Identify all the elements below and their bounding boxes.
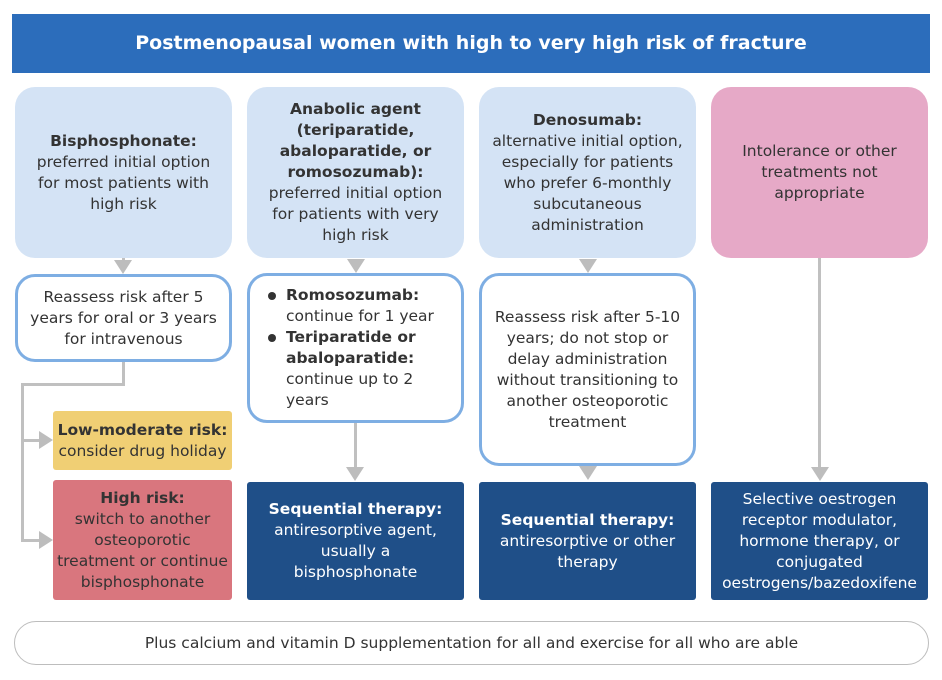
label: High risk:: [100, 488, 185, 507]
low-moderate-risk-box: Low-moderate risk: consider drug holiday: [53, 411, 232, 470]
connector: [21, 539, 41, 542]
duration-list: Romosozumab: continue for 1 year Teripara…: [260, 285, 451, 411]
connector: [354, 422, 357, 470]
arrow-right-icon: [39, 431, 53, 449]
arrow-down-icon: [114, 260, 132, 274]
label: Anabolic agent (teriparatide, abaloparat…: [279, 100, 432, 181]
connector: [122, 361, 125, 385]
anabolic-duration-box: Romosozumab: continue for 1 year Teripara…: [247, 273, 464, 423]
label: Low-moderate risk:: [57, 420, 228, 439]
text: Intolerance or other treatments not appr…: [742, 142, 897, 202]
anabolic-agent-box: Anabolic agent (teriparatide, abaloparat…: [247, 87, 464, 258]
list-item: Romosozumab: continue for 1 year: [268, 285, 451, 327]
denosumab-box: Denosumab: alternative initial option, es…: [479, 87, 696, 258]
diagram-title: Postmenopausal women with high to very h…: [12, 14, 930, 73]
text: Selective oestrogen receptor modulator, …: [722, 489, 917, 592]
text: Reassess risk after 5-10 years; do not s…: [494, 307, 681, 431]
reassess-denosumab-box: Reassess risk after 5-10 years; do not s…: [479, 273, 696, 466]
text: antiresorptive or other therapy: [499, 531, 676, 571]
label: Teriparatide or abaloparatide:: [286, 328, 416, 367]
connector: [21, 383, 24, 541]
label: Sequential therapy:: [500, 510, 675, 529]
text: switch to another osteoporotic treatment…: [57, 509, 228, 591]
arrow-down-icon: [811, 467, 829, 481]
text: consider drug holiday: [58, 441, 227, 460]
list-item: Teriparatide or abaloparatide:continue u…: [268, 327, 451, 411]
intolerance-box: Intolerance or other treatments not appr…: [711, 87, 928, 258]
label: Sequential therapy:: [268, 500, 443, 518]
text: alternative initial option, especially f…: [492, 131, 683, 234]
sequential-therapy-box: Sequential therapy: antiresorptive or oth…: [479, 482, 696, 600]
bisphosphonate-box: Bisphosphonate: preferred initial option …: [15, 87, 232, 258]
text: continue for 1 year: [286, 307, 434, 325]
connector: [818, 258, 821, 470]
text: Plus calcium and vitamin D supplementati…: [144, 633, 799, 652]
label: Romosozumab:: [286, 286, 420, 304]
arrow-down-icon: [347, 259, 365, 273]
connector: [21, 383, 125, 386]
arrow-down-icon: [579, 259, 597, 273]
text: preferred initial option for patients wi…: [268, 184, 443, 244]
arrow-down-icon: [579, 466, 597, 480]
arrow-right-icon: [39, 531, 53, 549]
connector: [21, 439, 41, 442]
text: preferred initial option for most patien…: [36, 152, 211, 213]
label: Bisphosphonate:: [50, 131, 197, 150]
text: continue up to 2 years: [286, 370, 414, 409]
label: Denosumab:: [532, 110, 643, 129]
text: antiresorptive agent, usually a bisphosp…: [274, 521, 437, 581]
alternative-therapy-box: Selective oestrogen receptor modulator, …: [711, 482, 928, 600]
sequential-therapy-box: Sequential therapy: antiresorptive agent,…: [247, 482, 464, 600]
text: Reassess risk after 5 years for oral or …: [30, 287, 217, 348]
high-risk-box: High risk: switch to another osteoporotic…: [53, 480, 232, 600]
arrow-down-icon: [346, 467, 364, 481]
footer-note: Plus calcium and vitamin D supplementati…: [14, 621, 929, 665]
reassess-bisphosphonate-box: Reassess risk after 5 years for oral or …: [15, 274, 232, 362]
